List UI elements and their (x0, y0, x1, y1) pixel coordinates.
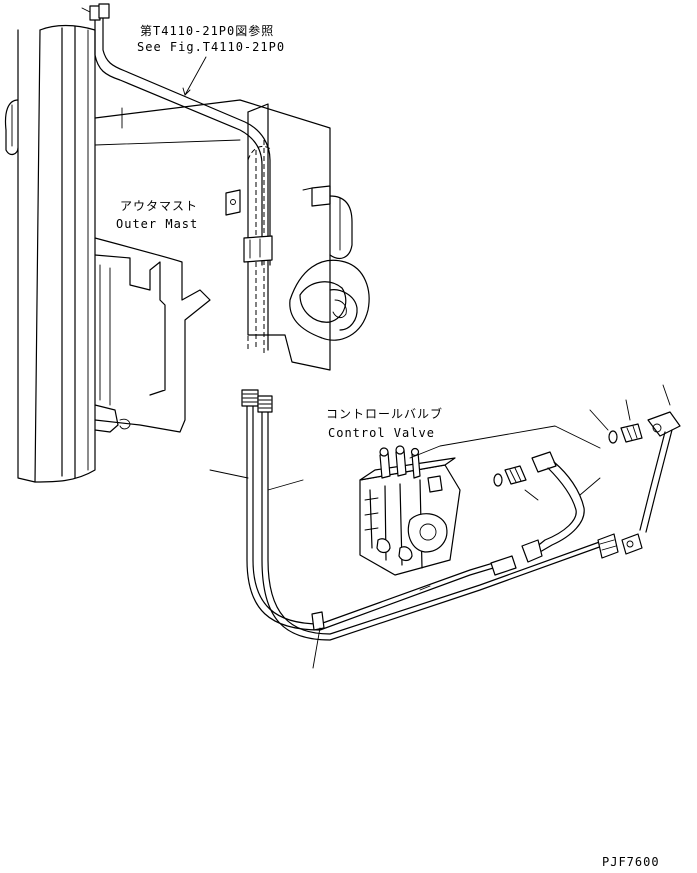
o-ring-2 (608, 430, 618, 444)
outer-mast-rail (4, 24, 96, 483)
control-valve-label-en: Control Valve (328, 426, 435, 440)
leader-lines (182, 56, 671, 669)
elbow-pipe-2 (621, 411, 681, 555)
hose-pair-upper (81, 3, 271, 266)
reference-label-en: See Fig.T4110-21P0 (137, 40, 285, 54)
outer-mast-label-en: Outer Mast (116, 217, 198, 231)
control-valve-label-jp: コントロールバルブ (326, 406, 443, 421)
drawing-code: PJF7600 (602, 855, 660, 869)
inner-mast-plate (289, 185, 370, 341)
union-fitting-2 (620, 423, 643, 443)
hose-bracket (225, 189, 241, 216)
hose-pair-lower (241, 389, 619, 641)
reference-label-jp: 第T4110-21P0図参照 (140, 23, 274, 38)
o-ring-1 (493, 473, 503, 487)
outer-mast-label-jp: アウタマスト (120, 199, 198, 213)
hose-clamp (243, 235, 273, 263)
mast-cross-member (94, 99, 331, 433)
elbow-pipe-1 (521, 451, 585, 563)
control-valve (359, 445, 461, 576)
union-fitting-1 (504, 465, 527, 485)
